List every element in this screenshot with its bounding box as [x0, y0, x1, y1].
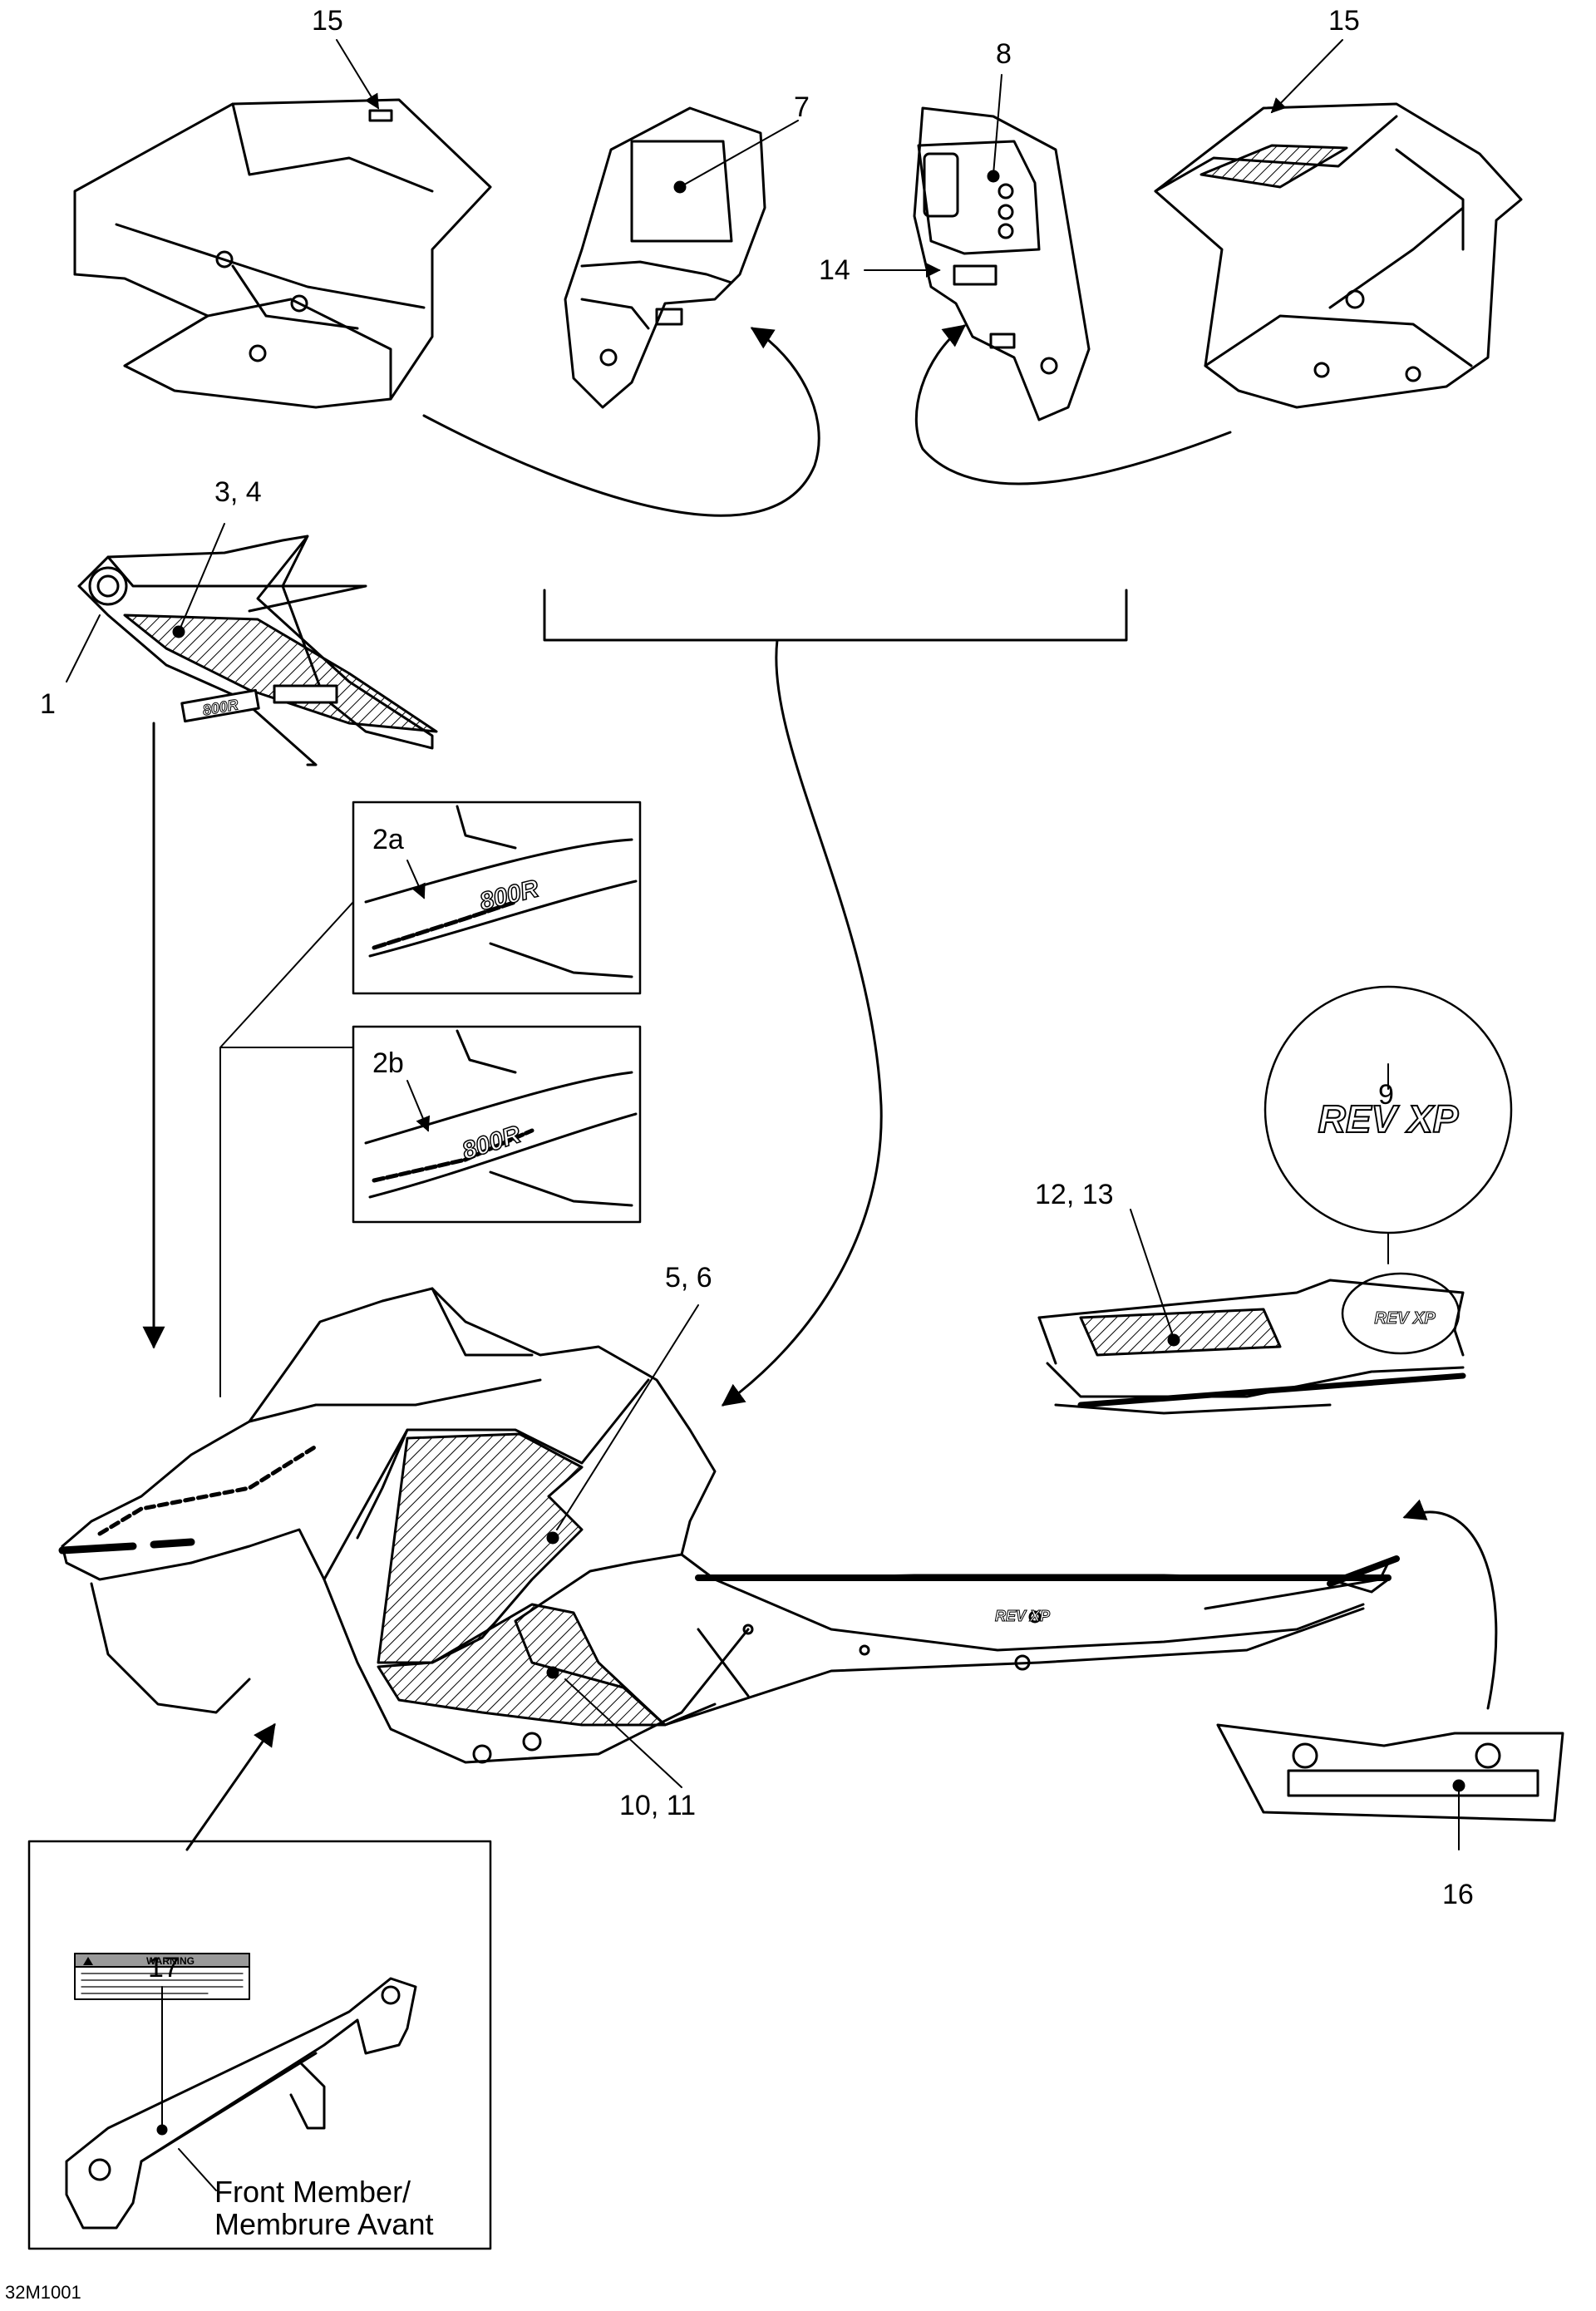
rev-logo-body: REV XP — [995, 1608, 1051, 1624]
callout-leader-lines — [66, 39, 1343, 1788]
rev-logo-large: REV XP — [1318, 1097, 1459, 1141]
main-body-assembly — [58, 1287, 1400, 1764]
rev-logo-on-tunnel-circle — [1341, 1272, 1461, 1355]
callout-2b: 2b — [372, 1047, 404, 1079]
right-console-panel — [913, 106, 1091, 421]
callout-9: 9 — [1378, 1079, 1394, 1111]
group-bracket — [543, 589, 1128, 642]
group-to-body-arrow — [721, 638, 883, 1407]
front-member-part — [65, 1977, 417, 2230]
inset-to-body-arrow — [185, 1722, 276, 1851]
front-member-caption-en: Front Member/ — [214, 2175, 411, 2209]
rear-flap-arrow — [1402, 1499, 1498, 1710]
tunnel-side-decal — [1079, 1308, 1282, 1357]
side-panel-decal — [377, 1432, 584, 1664]
callout-7: 7 — [794, 91, 810, 123]
model-graphic-2b: 800R — [459, 1121, 525, 1165]
rev-logo-tunnel: REV XP — [1374, 1309, 1436, 1328]
detail-leader-lines — [219, 901, 354, 1397]
left-side-panel — [73, 98, 492, 409]
front-member-caption: Front Member/ Membrure Avant — [214, 2175, 434, 2241]
tunnel-leader — [1130, 1209, 1175, 1339]
front-member-caption-fr: Membrure Avant — [214, 2206, 434, 2241]
hood-decal-stripe — [123, 613, 438, 733]
callout-14: 14 — [819, 254, 850, 286]
rear-bumper-flap — [1216, 1723, 1564, 1822]
callout-2a: 2a — [372, 824, 404, 855]
lower-side-decal — [377, 1603, 667, 1727]
detail-box-2b — [352, 1025, 642, 1224]
callout-15-right: 15 — [1328, 5, 1360, 37]
detail-box-2a — [352, 801, 642, 995]
callout-1: 1 — [40, 688, 56, 720]
left-console-panel — [564, 106, 766, 409]
assembly-arrow-left — [422, 327, 820, 517]
callout-12-13: 12, 13 — [1035, 1179, 1114, 1210]
callout-8: 8 — [996, 38, 1012, 70]
front-member-inset-box — [27, 1840, 492, 2250]
hood-decal-plate — [180, 688, 260, 723]
callout-10-11: 10, 11 — [619, 1790, 697, 1821]
callout-3-4: 3, 4 — [214, 476, 262, 508]
callout-17: 17 — [148, 1952, 180, 1983]
drawing-code: 32M1001 — [5, 2282, 81, 2303]
assembly-arrow-right — [914, 324, 1232, 485]
callout-16: 16 — [1442, 1879, 1474, 1910]
callout-5-6: 5, 6 — [665, 1262, 712, 1293]
callout-15-left: 15 — [312, 5, 343, 37]
right-panel-top-decal — [1199, 144, 1348, 189]
warning-decal-title: WARNING — [146, 1955, 195, 1967]
